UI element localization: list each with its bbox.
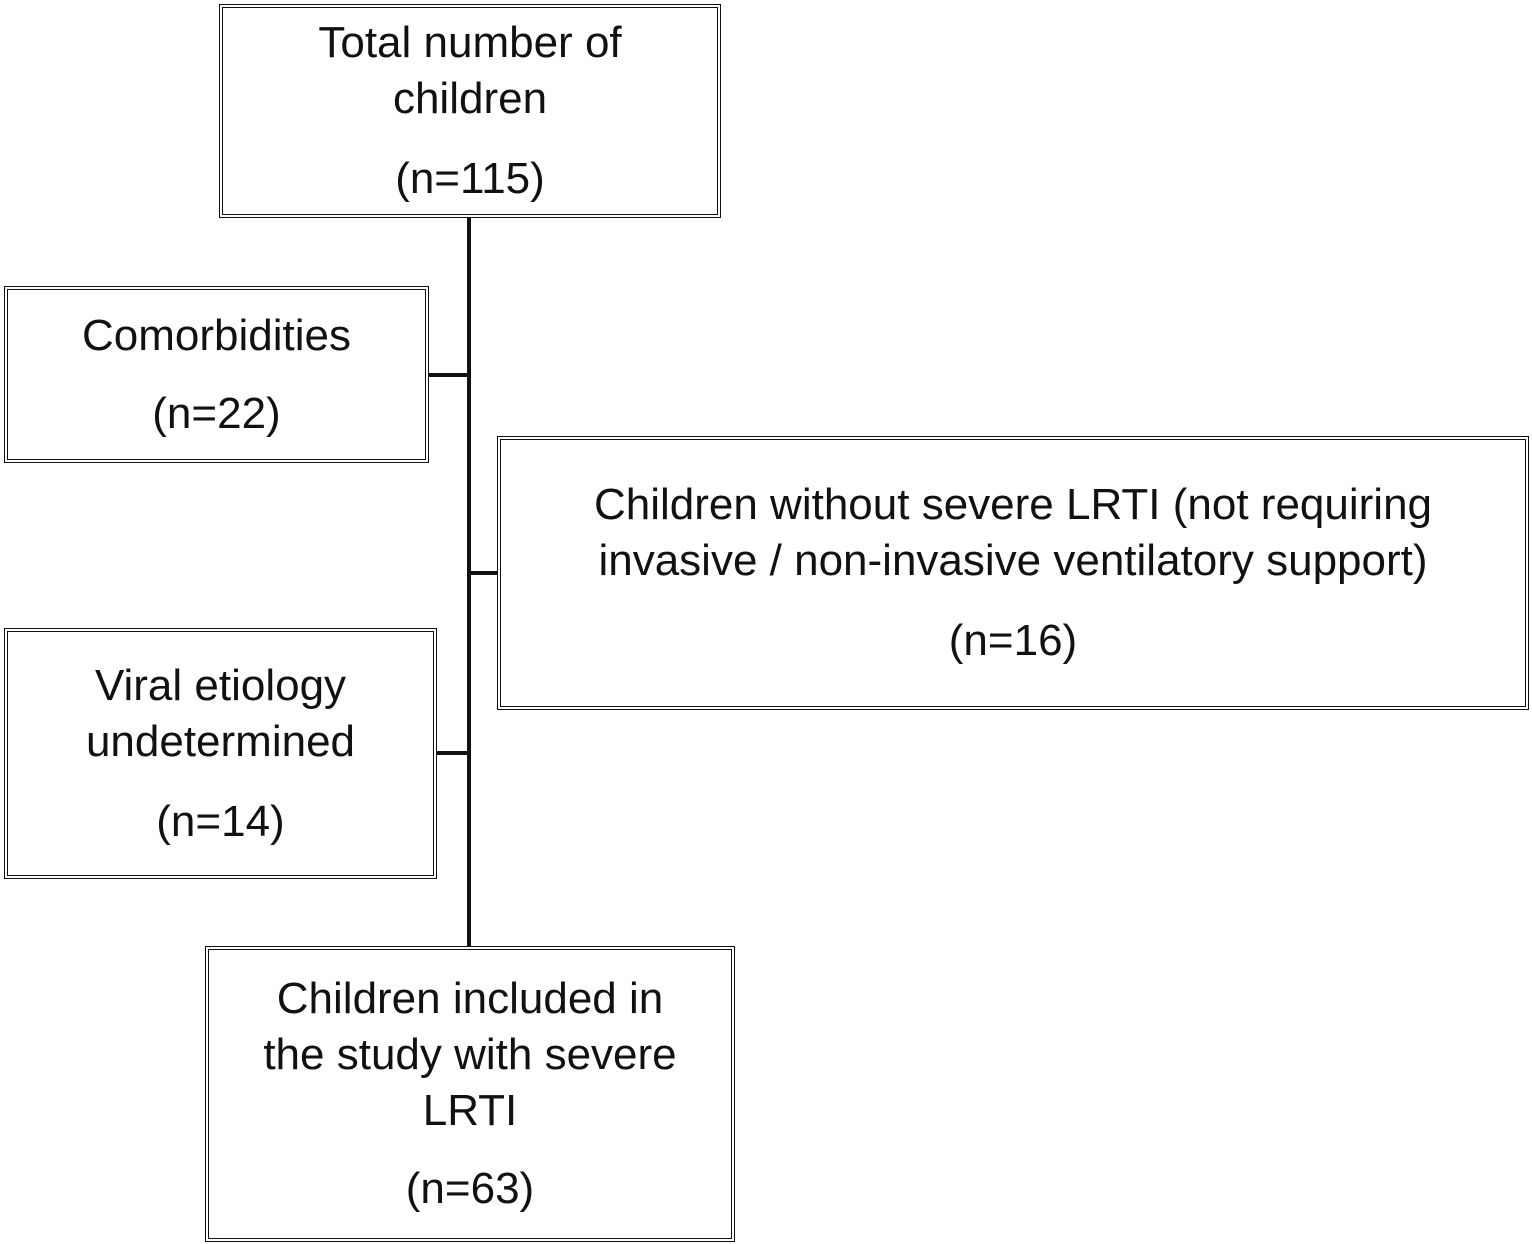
without-severe-lrti-label-line-1: Children without severe LRTI (not requir… bbox=[593, 480, 1433, 529]
comorbidities-label: Comorbidities bbox=[82, 310, 351, 360]
total-children-label-line-2: children bbox=[392, 74, 548, 123]
included-children-box: Children included in the study with seve… bbox=[205, 946, 735, 1242]
viral-etiology-label-line-2: undetermined bbox=[85, 716, 356, 766]
total-children-box: Total number of children (n=115) bbox=[219, 4, 721, 218]
included-children-label-line-3: LRTI bbox=[422, 1086, 518, 1135]
viral-undetermined-branch-connector bbox=[437, 751, 469, 755]
comorbidities-box: Comorbidities (n=22) bbox=[4, 286, 429, 463]
included-children-label-line-1: Children included in bbox=[276, 974, 664, 1023]
viral-etiology-count: (n=14) bbox=[156, 796, 285, 846]
without-severe-lrti-count: (n=16) bbox=[948, 616, 1078, 665]
total-children-count: (n=115) bbox=[395, 154, 545, 203]
viral-etiology-label-line-1: Viral etiology bbox=[94, 660, 347, 710]
comorbidities-count: (n=22) bbox=[152, 388, 281, 438]
total-children-label-line-1: Total number of bbox=[318, 18, 622, 67]
without-severe-lrti-label-line-2: invasive / non-invasive ventilatory supp… bbox=[598, 536, 1428, 585]
viral-etiology-undetermined-box: Viral etiology undetermined (n=14) bbox=[4, 628, 437, 879]
without-severe-branch-connector bbox=[469, 571, 497, 575]
comorbidities-branch-connector bbox=[429, 373, 469, 377]
without-severe-lrti-box: Children without severe LRTI (not requir… bbox=[497, 436, 1529, 710]
included-children-count: (n=63) bbox=[405, 1164, 535, 1213]
main-flow-connector bbox=[467, 218, 471, 946]
included-children-label-line-2: the study with severe bbox=[263, 1030, 677, 1079]
